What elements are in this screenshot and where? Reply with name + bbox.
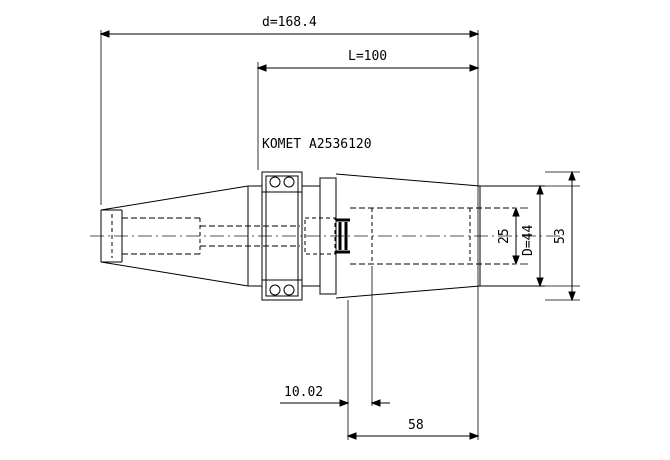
part-number-label: KOMET A2536120 [262,137,372,152]
bore-diameter-label: 25 [497,228,512,244]
bore-depth-label: 58 [408,418,424,433]
pull-stud [100,209,123,263]
flange [248,171,337,301]
taper-shank [100,185,300,287]
gauge-length-label: L=100 [348,49,388,64]
extension-lines [100,30,580,440]
overall-length-label: d=168.4 [262,15,317,30]
dimension-lines [99,30,580,440]
holder-body [335,173,545,299]
flange-diameter-label: 53 [553,228,568,244]
body-diameter-label: D=44 [521,224,536,256]
offset-label: 10.02 [284,385,324,400]
internal-screw [304,217,350,255]
